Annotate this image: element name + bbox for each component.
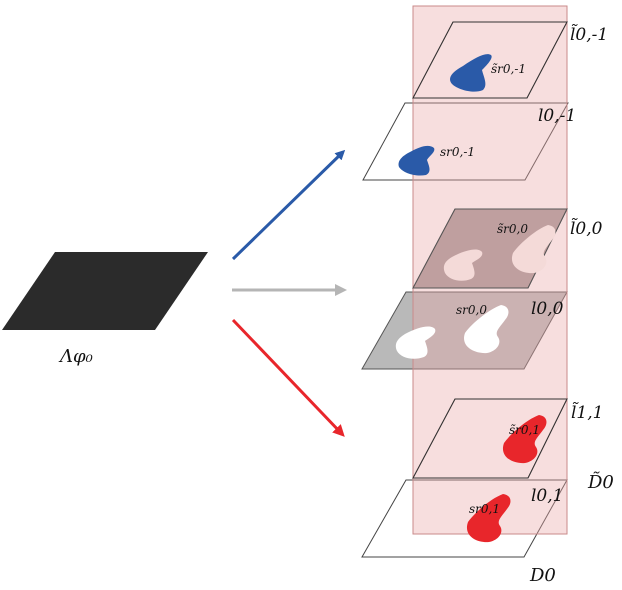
label-l-0-1: l0,1 (531, 486, 563, 506)
shape-label-ltilde-1-1: s̃r0,1 (509, 423, 540, 437)
label-ltilde-0-m1: l̃0,-1 (570, 24, 608, 45)
label-l-0-m1: l0,-1 (538, 106, 576, 126)
label-ltilde-1-1: l̃1,1 (571, 402, 603, 423)
shape-label-l-0-0: sr0,0 (456, 303, 487, 317)
source-plane (2, 252, 208, 330)
shape-label-l-0-m1: sr0,-1 (440, 145, 475, 159)
region-label-d-tilde: D̃0 (587, 471, 614, 493)
shape-pale-right (511, 225, 556, 274)
shape-white-right (464, 305, 509, 354)
region-band (412, 5, 568, 535)
label-l-0-0: l0,0 (531, 299, 564, 319)
region-label-d: D0 (529, 565, 556, 586)
shape-pale-left (443, 249, 483, 281)
shape-blue-second (398, 145, 435, 176)
source-label: Λφ₀ (58, 346, 93, 367)
shape-white-left (395, 326, 436, 359)
shape-label-ltilde-0-m1: s̃r0,-1 (491, 62, 526, 76)
shape-blue-top (450, 54, 492, 92)
label-ltilde-0-0: l̃0,0 (570, 218, 603, 239)
shape-red-top (502, 415, 547, 464)
arrow-red (231, 318, 345, 437)
shape-label-ltilde-0-0: s̃r0,0 (497, 222, 528, 236)
shape-label-l-0-1: sr0,1 (469, 502, 500, 516)
shape-red-bottom (466, 494, 511, 543)
arrow-blue (231, 149, 346, 261)
